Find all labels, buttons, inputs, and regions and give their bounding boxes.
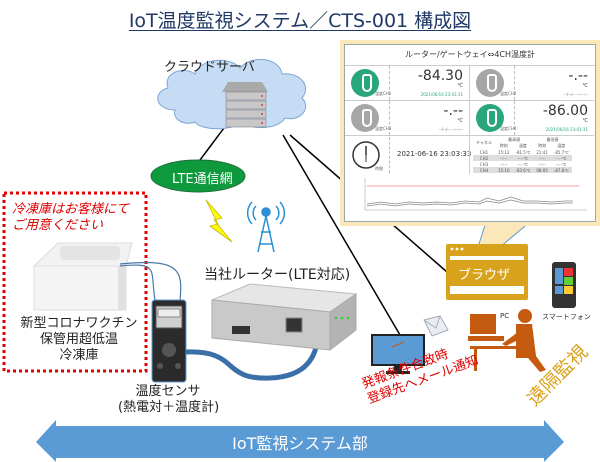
email-monitor-icon [371,334,425,374]
router-label: 当社ルーター(LTE対応) [204,267,351,283]
channel-unit: ℃ [582,83,588,89]
table-group-header: 最低値 [546,137,559,142]
freezer-label: 新型コロナワクチン 保管用超低温 冷凍庫 [14,316,144,364]
freezer-label-line2: 保管用超低温 [39,332,118,347]
table-header: 時刻 [538,143,547,148]
router-icon [211,283,358,352]
channel-value: -84.30 [417,68,463,84]
table-group-header: 最高値 [508,137,521,142]
trend-series-1 [366,196,573,205]
iot-system-label: IoT監視システム部 [232,434,368,453]
pc-label: PC [500,312,510,320]
channel-name: 温度CH2 [500,91,517,96]
thermometer-icon [351,69,379,97]
freezer-label-line3: 冷凍庫 [59,348,99,363]
page-title: IoT温度監視システム／CTS-001 構成図 [128,10,472,32]
smartphone-icon [552,262,576,308]
thermometer-icon [476,69,504,97]
thermometer-icon [351,104,379,132]
smartphone-label: スマートフォン [542,313,591,321]
server-icon [222,82,268,128]
freezer-label-line1: 新型コロナワクチン [20,316,138,331]
channel-unit: ℃ [582,118,588,124]
cloud-server-label: クラウドサーバ [164,60,255,75]
freezer-note-line1: 冷凍庫はお客様にて [12,202,130,217]
monitoring-dashboard: ルーター/ゲートウェイ⇔4CH温度計 温度CH1 -84.30 ℃ 2021/0… [344,44,596,222]
channel-value: -.-- [443,103,463,119]
pc-user-icon [468,309,546,372]
channel-timestamp: --/--/-- --:--:-- [564,92,588,97]
iot-system-arrow [36,420,564,462]
dashboard-title: ルーター/ゲートウェイ⇔4CH温度計 [345,45,595,66]
channel-timestamp: 2021/06/16 23:03:31 [545,127,588,132]
envelope-icon [423,315,449,337]
table-row: CH3--:----.-℃--:----.-℃ [479,161,567,167]
table-header: 時刻 [499,143,508,148]
sensor-label: 温度センサ (熱電対＋温度計) [118,384,220,416]
trend-series-2 [366,199,573,207]
freezer-icon [32,242,133,311]
antenna-tower-icon [246,201,286,253]
channel-card-4: 温度CH4 -86.00 ℃ 2021/06/16 23:03:31 [470,101,594,136]
clock-time: 2021-06-16 23:03:33 [397,150,472,158]
channel-unit: ℃ [457,118,463,124]
trend-chart [364,178,587,211]
channel-name: 温度CH3 [375,126,392,131]
table-header: 温度 [518,143,527,148]
channel-value: -.-- [568,68,588,84]
lte-network-label: LTE通信網 [172,172,233,187]
freezer-note-line2: ご用意ください [12,218,104,233]
browser-icon [446,244,528,300]
clock-label: 時間 [375,166,383,171]
sensor-label-line1: 温度センサ [135,384,201,399]
table-header: 温度 [557,143,566,148]
customer-supplied-frame [2,191,148,373]
table-header: チャネル [476,140,492,145]
channel-name: 温度CH1 [375,91,392,96]
table-row: CH2--:----.-℃--:----.-℃ [473,155,572,161]
thermometer-icon [476,104,504,132]
sensor-label-line2: (熱電対＋温度計) [118,400,220,415]
channel-card-1: 温度CH1 -84.30 ℃ 2021/06/16 23:03:31 [345,66,470,101]
lte-network-ellipse [150,159,246,193]
cloud-monitor-link [282,134,401,336]
channel-timestamp: --/--/-- --:--:-- [439,127,463,132]
browser-label: ブラウザ [458,268,511,283]
channel-card-2: 温度CH2 -.-- ℃ --/--/-- --:--:-- [470,66,594,101]
channel-value: -86.00 [542,103,588,119]
channel-timestamp: 2021/06/16 23:03:31 [420,92,463,97]
channel-name: 温度CH4 [500,126,517,131]
lightning-icon [205,199,233,243]
channel-unit: ℃ [457,83,463,89]
channel-card-3: 温度CH3 -.-- ℃ --/--/-- --:--:-- [345,101,470,136]
clock-icon [352,141,380,169]
temperature-sensor-icon [151,299,187,383]
